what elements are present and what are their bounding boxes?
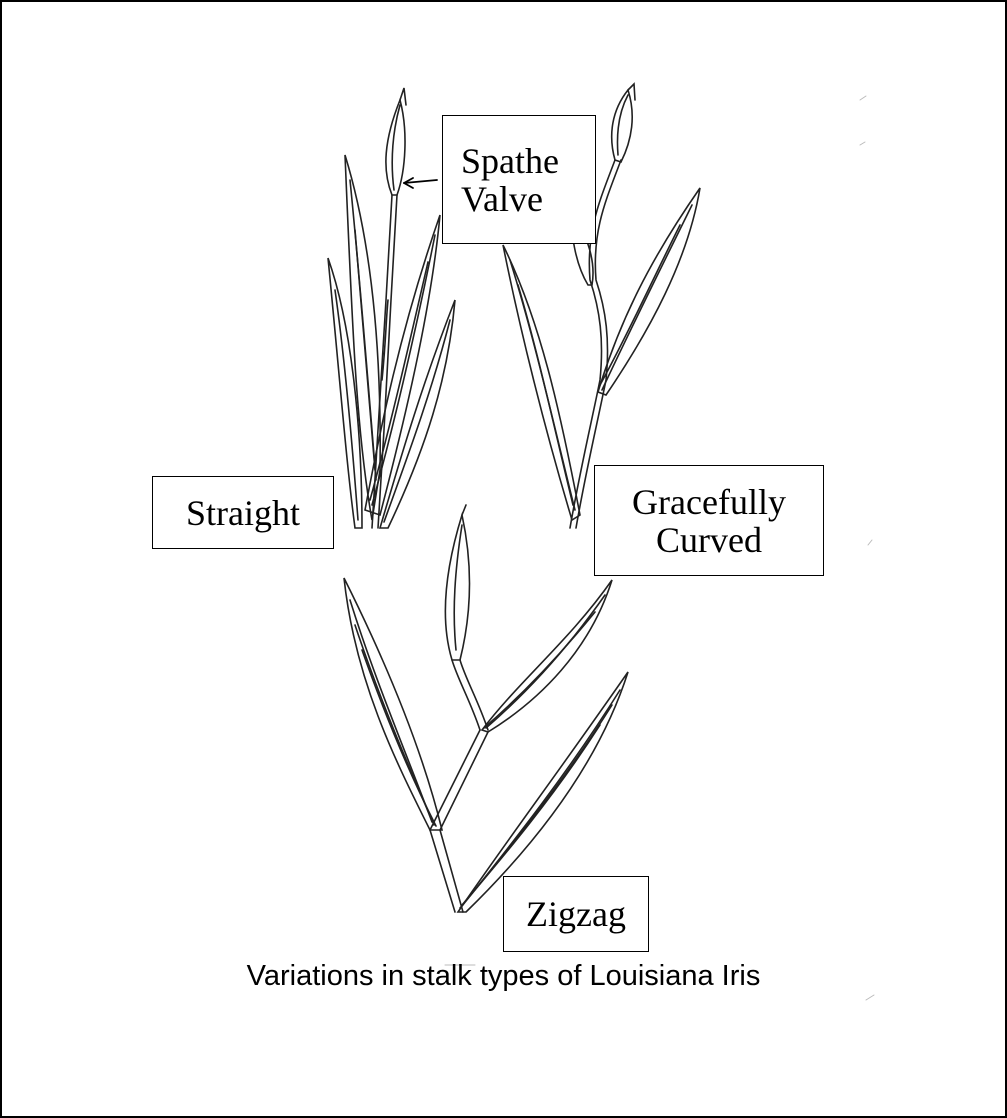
gracefully-curved-label: Gracefully Curved <box>594 465 824 576</box>
spathe-valve-label-line2: Valve <box>461 180 543 218</box>
gracefully-curved-label-line2: Curved <box>656 521 762 559</box>
spathe-valve-label-line1: Spathe <box>461 142 559 180</box>
zigzag-stalk-drawing <box>344 505 628 912</box>
figure-caption: Variations in stalk types of Louisiana I… <box>0 960 1007 993</box>
spathe-valve-label: Spathe Valve <box>442 115 596 244</box>
straight-label-text: Straight <box>186 494 300 532</box>
zigzag-label-text: Zigzag <box>526 895 626 933</box>
spathe-valve-arrow <box>404 178 437 188</box>
zigzag-label: Zigzag <box>503 876 649 952</box>
straight-label: Straight <box>152 476 334 549</box>
gracefully-curved-label-line1: Gracefully <box>632 483 786 521</box>
straight-stalk-drawing <box>328 88 455 528</box>
